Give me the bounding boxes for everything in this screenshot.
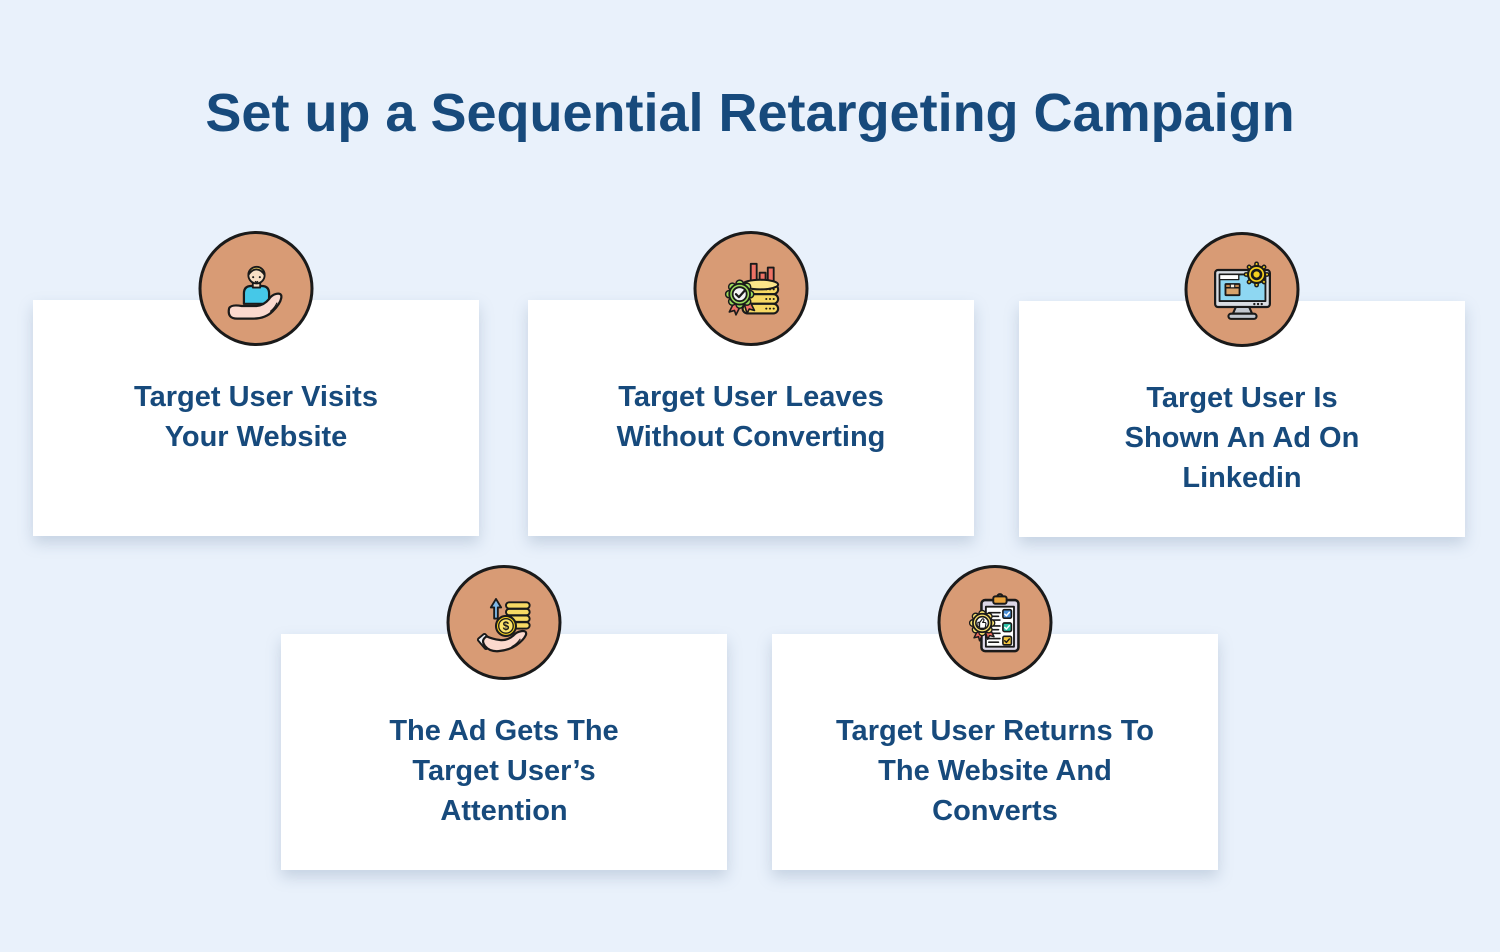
step-card-1: Target User Visits Your Website	[33, 231, 479, 536]
monitor-gear-icon	[1213, 261, 1271, 320]
step-icon-circle-5	[937, 565, 1053, 680]
step-label-1: Target User Visits Your Website	[134, 381, 378, 453]
step-icon-circle-3	[1184, 232, 1300, 347]
step-icon-circle-4: $	[446, 565, 562, 680]
step-icon-circle-1	[198, 231, 314, 346]
coins-in-hand-icon: $	[476, 597, 531, 652]
step-label-5: Target User Returns To The Website And C…	[836, 715, 1154, 827]
checklist-badge-icon	[968, 592, 1020, 652]
step-card-5: Target User Returns To The Website And C…	[772, 565, 1218, 870]
page-title: Set up a Sequential Retargeting Campaign	[205, 83, 1295, 143]
step-icon-circle-2	[693, 231, 809, 346]
step-card-4: $ The Ad Gets The Target User’s Attentio…	[281, 565, 727, 870]
step-label-2: Target User Leaves Without Converting	[616, 381, 886, 453]
step-label-3: Target User Is Shown An Ad On Linkedin	[1124, 382, 1360, 494]
step-card-2: Target User Leaves Without Converting	[528, 231, 974, 536]
svg-text:$: $	[502, 619, 509, 633]
user-in-hand-icon	[227, 265, 282, 320]
step-card-3: Target User Is Shown An Ad On Linkedin	[1019, 232, 1465, 537]
step-label-4: The Ad Gets The Target User’s Attention	[389, 715, 619, 827]
approved-data-icon	[724, 262, 779, 316]
